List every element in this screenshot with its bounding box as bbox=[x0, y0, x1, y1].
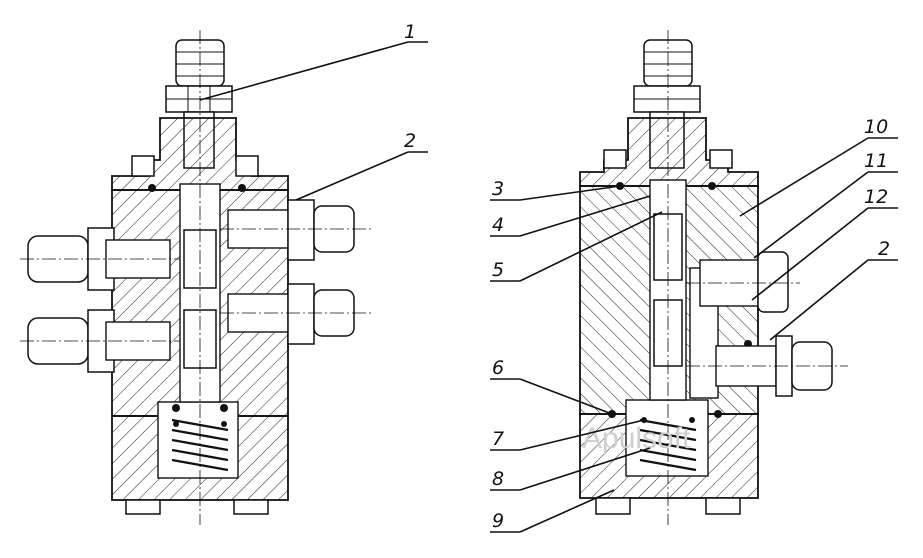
callout-2-left: 2 bbox=[404, 130, 416, 152]
callout-1: 1 bbox=[404, 21, 416, 43]
callout-10: 10 bbox=[864, 116, 888, 138]
callout-5: 5 bbox=[492, 259, 504, 281]
callout-12: 12 bbox=[864, 186, 888, 208]
callout-3: 3 bbox=[492, 178, 504, 200]
right-cap-bolt-a bbox=[603, 149, 627, 169]
callout-8: 8 bbox=[492, 468, 504, 490]
callout-leaders bbox=[199, 41, 898, 533]
right-bottom-bolt-a bbox=[595, 497, 631, 515]
left-side-fitting-upper bbox=[27, 227, 171, 291]
callout-4: 4 bbox=[492, 214, 504, 236]
left-cap-bolt-b bbox=[235, 155, 259, 177]
callout-11: 11 bbox=[864, 150, 888, 172]
left-bottom-bolt-a bbox=[125, 499, 161, 515]
right-cap-bolt-b bbox=[709, 149, 733, 169]
watermark-text: Apulsoft bbox=[582, 422, 691, 455]
right-section-view bbox=[579, 30, 848, 525]
left-bottom-bolt-b bbox=[233, 499, 269, 515]
callout-7: 7 bbox=[492, 428, 504, 450]
left-cap-bolt-a bbox=[131, 155, 155, 177]
callout-6: 6 bbox=[492, 357, 504, 379]
callout-2-right: 2 bbox=[878, 238, 890, 260]
left-section-view bbox=[20, 30, 372, 525]
right-spring-chamber bbox=[625, 399, 709, 477]
callout-labels: 1 2 3 4 5 6 7 8 9 10 11 12 2 bbox=[404, 21, 890, 532]
callout-9: 9 bbox=[492, 510, 504, 532]
left-o-rings bbox=[148, 184, 246, 427]
right-bottom-bolt-b bbox=[705, 497, 741, 515]
